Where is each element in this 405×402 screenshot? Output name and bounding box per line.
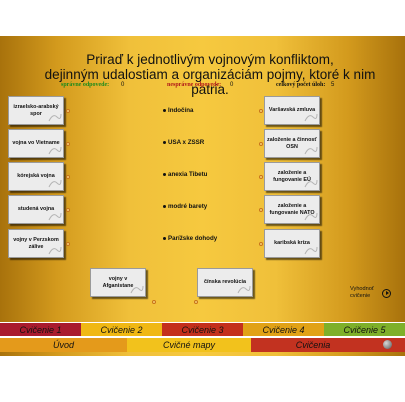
swirl-ornament-icon xyxy=(48,212,62,221)
correct-answers-value: 0 xyxy=(121,82,125,88)
right-connector-dot[interactable] xyxy=(259,208,263,212)
term-tibet-annexation[interactable]: anexia Tibetu xyxy=(163,171,207,178)
total-tasks-value: 5 xyxy=(331,82,335,88)
card-label: vojny v Afganistane xyxy=(102,276,134,289)
nav-exercises[interactable]: Cvičenia xyxy=(251,338,375,352)
card-israeli-arab-conflict[interactable]: izraelsko-arabský spor xyxy=(8,96,64,125)
nav-intro[interactable]: Úvod xyxy=(0,338,127,352)
term-paris-accords[interactable]: Parížske dohody xyxy=(163,235,217,242)
term-label: Indočína xyxy=(168,107,194,114)
swirl-ornament-icon xyxy=(304,113,318,122)
nav-separator xyxy=(0,336,405,338)
card-vietnam-war[interactable]: vojna vo Vietname xyxy=(8,129,64,158)
nav-practice-maps[interactable]: Cvičné mapy xyxy=(127,338,251,352)
card-cuban-missile-crisis[interactable]: karibská kríza xyxy=(264,229,320,258)
page-title-line-1: Priraď k jednotlivým vojnovým konfliktom… xyxy=(86,52,334,67)
card-un-founding[interactable]: založenie a činnosť OSN xyxy=(264,129,320,158)
tab-exercise-1[interactable]: Cvičenie 1 xyxy=(0,323,81,336)
card-label: izraelsko-arabský spor xyxy=(13,104,59,117)
swirl-ornament-icon xyxy=(237,285,251,294)
tab-separator xyxy=(0,322,405,323)
card-label: studená vojna xyxy=(17,206,55,213)
right-connector-dot[interactable] xyxy=(259,142,263,146)
card-label: založenie a činnosť OSN xyxy=(267,137,317,150)
term-usa-vs-ussr[interactable]: USA x ZSSR xyxy=(163,139,204,146)
card-label: vojny v Perzskom zálive xyxy=(13,237,59,250)
wrong-answers-value: 0 xyxy=(230,82,234,88)
swirl-ornament-icon xyxy=(48,179,62,188)
tab-exercise-4[interactable]: Cvičenie 4 xyxy=(243,323,324,336)
card-label: kórejská vojna xyxy=(17,173,55,180)
swirl-ornament-icon xyxy=(48,113,62,122)
bullet-dot-icon xyxy=(163,108,166,112)
swirl-ornament-icon xyxy=(304,212,318,221)
left-connector-dot[interactable] xyxy=(66,109,70,113)
swirl-ornament-icon xyxy=(304,246,318,255)
term-indochina[interactable]: Indočína xyxy=(163,107,193,114)
swirl-ornament-icon xyxy=(304,179,318,188)
wrong-answers-label: nesprávne odpovede: xyxy=(167,82,222,88)
bullet-dot-icon xyxy=(163,236,166,240)
evaluate-label-line-2: cvičenie xyxy=(350,293,371,299)
card-label: vojna vo Vietname xyxy=(12,140,60,147)
home-ball-icon[interactable] xyxy=(383,340,392,349)
term-label: anexia Tibetu xyxy=(168,171,208,178)
tab-label: Úvod xyxy=(52,340,74,350)
left-connector-dot[interactable] xyxy=(66,242,70,246)
card-korean-war[interactable]: kórejská vojna xyxy=(8,162,64,191)
exercise-stage xyxy=(0,36,405,356)
card-label: Varšavská zmluva xyxy=(268,107,316,114)
total-tasks-label: celkový počet úloh: xyxy=(276,82,326,88)
swirl-ornament-icon xyxy=(48,146,62,155)
bullet-dot-icon xyxy=(163,204,166,208)
term-label: Parížske dohody xyxy=(168,235,218,242)
swirl-ornament-icon xyxy=(130,285,144,294)
right-connector-dot[interactable] xyxy=(259,242,263,246)
card-eu-founding[interactable]: založenie a fungovanie EÚ xyxy=(264,162,320,191)
card-label: založenie a fungovanie NATO xyxy=(269,203,315,216)
swirl-ornament-icon xyxy=(304,146,318,155)
card-chinese-revolution[interactable]: čínska revolúcia xyxy=(197,268,253,297)
left-connector-dot[interactable] xyxy=(66,208,70,212)
card-warsaw-pact[interactable]: Varšavská zmluva xyxy=(264,96,320,125)
card-label: založenie a fungovanie EÚ xyxy=(273,170,311,183)
bullet-dot-icon xyxy=(163,140,166,144)
evaluate-label-line-1: Vyhodnoť xyxy=(350,286,374,292)
term-blue-helmets[interactable]: modré barety xyxy=(163,203,207,210)
bottom-connector-dot[interactable] xyxy=(152,300,156,304)
tab-exercise-2[interactable]: Cvičenie 2 xyxy=(81,323,162,336)
right-connector-dot[interactable] xyxy=(259,175,263,179)
left-connector-dot[interactable] xyxy=(66,142,70,146)
card-afghanistan-wars[interactable]: vojny v Afganistane xyxy=(90,268,146,297)
card-label: čínska revolúcia xyxy=(204,279,246,286)
term-label: modré barety xyxy=(168,203,208,210)
evaluate-exercise-button[interactable]: Vyhodnoť cvičenie xyxy=(350,286,374,300)
page-title-line-2: dejinným udalostiam a organizáciám pojmy… xyxy=(44,67,376,97)
tab-label: Cvičenia xyxy=(295,340,331,350)
card-cold-war[interactable]: studená vojna xyxy=(8,195,64,224)
tab-exercise-3[interactable]: Cvičenie 3 xyxy=(162,323,243,336)
tab-label: Cvičenie 2 xyxy=(100,324,143,335)
tab-label: Cvičné mapy xyxy=(162,340,216,350)
card-nato-founding[interactable]: založenie a fungovanie NATO xyxy=(264,195,320,224)
tab-label: Cvičenie 1 xyxy=(19,324,62,335)
right-connector-dot[interactable] xyxy=(259,109,263,113)
play-circle-icon[interactable] xyxy=(382,289,391,298)
tab-label: Cvičenie 5 xyxy=(343,324,386,335)
tab-label: Cvičenie 3 xyxy=(181,324,224,335)
card-gulf-wars[interactable]: vojny v Perzskom zálive xyxy=(8,229,64,258)
bullet-dot-icon xyxy=(163,172,166,176)
bottom-connector-dot[interactable] xyxy=(194,300,198,304)
swirl-ornament-icon xyxy=(48,246,62,255)
left-connector-dot[interactable] xyxy=(66,175,70,179)
tab-exercise-5[interactable]: Cvičenie 5 xyxy=(324,323,405,336)
correct-answers-label: správne odpovede: xyxy=(61,82,110,88)
tab-label: Cvičenie 4 xyxy=(262,324,305,335)
card-label: karibská kríza xyxy=(274,240,310,247)
term-label: USA x ZSSR xyxy=(168,139,205,146)
